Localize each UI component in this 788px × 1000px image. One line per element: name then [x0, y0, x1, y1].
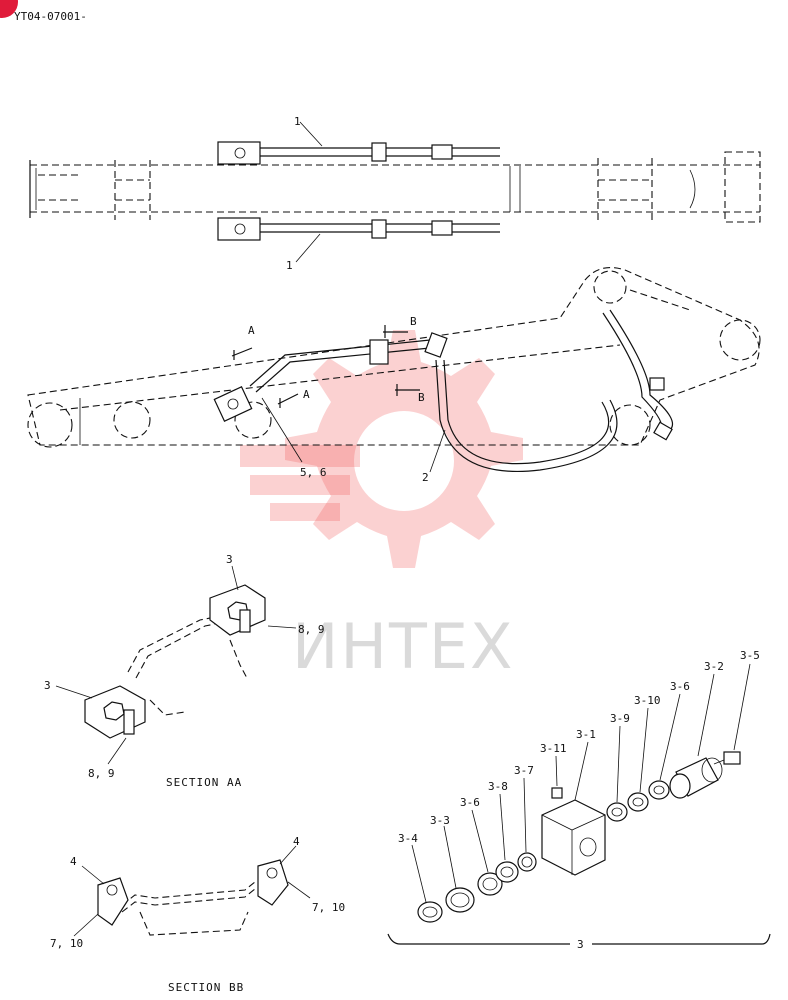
- label-3-9: 3-9: [610, 712, 630, 725]
- section-aa-drawing: [55, 565, 297, 765]
- label-3-4: 3-4: [398, 832, 418, 845]
- aa-label-3-left: 3: [44, 679, 51, 692]
- bb-label-4-right: 4: [293, 835, 300, 848]
- aa-label-3-upper: 3: [226, 553, 233, 566]
- label-3-2: 3-2: [704, 660, 724, 673]
- label-assembly-3: 3: [577, 938, 584, 951]
- label-3-6-right: 3-6: [670, 680, 690, 693]
- section-bb-drawing: [73, 845, 311, 937]
- label-1-lower: 1: [286, 259, 293, 272]
- label-3-7: 3-7: [514, 764, 534, 777]
- view-label-a-lower: A: [303, 388, 310, 401]
- label-1-upper: 1: [294, 115, 301, 128]
- watermark-gear-icon: [240, 330, 523, 568]
- label-3-8: 3-8: [488, 780, 508, 793]
- bb-label-7-10-right: 7, 10: [312, 901, 345, 914]
- top-view-boom: [29, 121, 761, 263]
- label-3-10: 3-10: [634, 694, 661, 707]
- bb-label-7-10-left: 7, 10: [50, 937, 83, 950]
- view-label-a-upper: A: [248, 324, 255, 337]
- section-aa-title: SECTION AA: [166, 776, 242, 789]
- label-3-6-left: 3-6: [460, 796, 480, 809]
- label-3-11: 3-11: [540, 742, 567, 755]
- corner-badge: [0, 0, 18, 18]
- view-label-b-upper: B: [410, 315, 417, 328]
- label-2: 2: [422, 471, 429, 484]
- bb-label-4-left: 4: [70, 855, 77, 868]
- doc-code: YT04-07001-: [14, 10, 87, 23]
- label-5-6: 5, 6: [300, 466, 327, 479]
- assembly-3-exploded: [387, 663, 771, 945]
- view-label-b-lower: B: [418, 391, 425, 404]
- label-3-1: 3-1: [576, 728, 596, 741]
- label-3-3: 3-3: [430, 814, 450, 827]
- aa-label-8-9-right: 8, 9: [298, 623, 325, 636]
- aa-label-8-9-bottom: 8, 9: [88, 767, 115, 780]
- watermark-text: ИНТЕХ: [292, 610, 515, 683]
- label-3-5: 3-5: [740, 649, 760, 662]
- side-view-boom: [27, 267, 761, 473]
- section-bb-title: SECTION BB: [168, 981, 244, 994]
